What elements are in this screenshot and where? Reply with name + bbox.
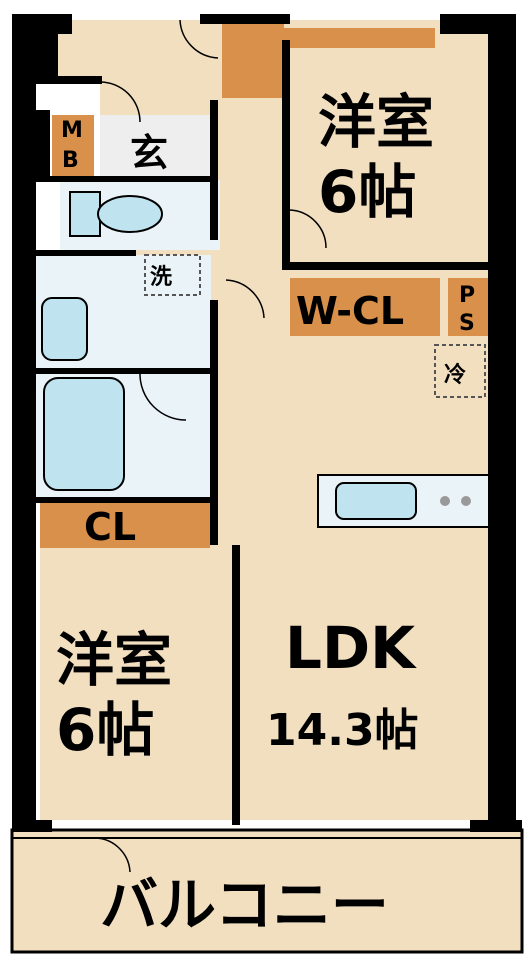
ps-box <box>448 278 488 336</box>
bedroom-top-name: 洋室 <box>318 88 434 156</box>
toilet-bowl <box>97 195 163 233</box>
ldk-size: 14.3帖 <box>266 705 419 756</box>
toilet-tank <box>69 191 101 237</box>
walk-in-closet-label: W-CL <box>296 289 404 333</box>
balcony-area <box>10 828 524 954</box>
balcony-label: バルコニー <box>100 871 389 939</box>
ldk-name: LDK <box>285 614 417 682</box>
ps-label-p: P <box>459 283 475 308</box>
entrance-label: 玄 <box>130 131 168 175</box>
bedroom-top-size: 6帖 <box>318 158 416 226</box>
mb-label-b: B <box>62 148 79 173</box>
bedroom-bottom-size: 6帖 <box>56 696 154 764</box>
closet-box <box>40 503 210 548</box>
fridge-label: 冷 <box>444 362 466 388</box>
washroom-label: 洗 <box>150 265 172 290</box>
walls <box>12 14 522 832</box>
entrance-area <box>100 115 215 177</box>
wash-basin <box>41 297 88 361</box>
ps-label-s: S <box>459 311 475 336</box>
bedroom-bottom-name: 洋室 <box>56 626 172 694</box>
closet-label: CL <box>84 505 136 549</box>
stove-burner-2 <box>461 496 471 506</box>
bathtub <box>43 377 125 491</box>
fridge-space <box>434 344 486 398</box>
kitchen-sink <box>335 482 417 520</box>
walk-in-closet-box <box>290 278 440 336</box>
washing-machine-space <box>144 254 201 296</box>
door-swings <box>95 19 327 873</box>
stove-burner-1 <box>440 496 450 506</box>
mb-storage <box>52 115 94 177</box>
mb-label-m: M <box>61 118 83 143</box>
top-storage-2 <box>270 28 435 48</box>
